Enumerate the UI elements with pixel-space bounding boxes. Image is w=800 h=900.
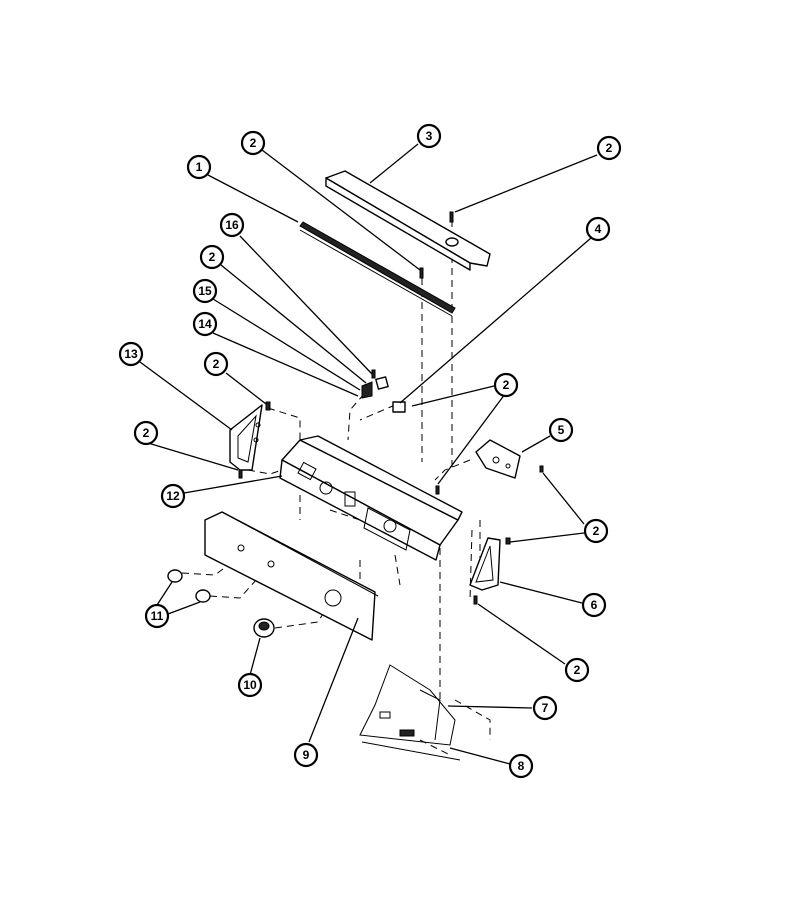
callout-label: 2 xyxy=(574,663,581,677)
callout-label: 10 xyxy=(243,678,257,692)
part-console-top-trim xyxy=(325,170,491,271)
callout-7: 4 xyxy=(585,216,611,242)
part-long-strip xyxy=(299,221,456,317)
callout-label: 4 xyxy=(595,222,602,236)
callout-18: 11 xyxy=(144,603,170,629)
callout-label: 14 xyxy=(198,317,212,331)
part-left-end-cap xyxy=(229,404,263,471)
part-front-panel xyxy=(204,511,379,641)
part-knobs xyxy=(167,569,211,603)
callout-label: 16 xyxy=(225,218,239,232)
callout-label: 7 xyxy=(542,701,549,715)
callout-label: 2 xyxy=(209,250,216,264)
part-screws xyxy=(238,211,544,605)
callout-9: 14 xyxy=(192,311,218,337)
callout-label: 15 xyxy=(198,284,212,298)
part-lower-base xyxy=(359,664,461,761)
callout-10: 13 xyxy=(118,341,144,367)
callout-label: 2 xyxy=(606,141,613,155)
callout-22: 9 xyxy=(293,742,319,768)
callout-13: 2 xyxy=(133,420,159,446)
callout-label: 11 xyxy=(151,609,164,623)
callout-20: 10 xyxy=(237,672,263,698)
callout-12: 2 xyxy=(493,372,519,398)
part-timer-knob xyxy=(253,618,275,638)
callout-label: 13 xyxy=(124,347,138,361)
part-small-clips xyxy=(361,376,406,413)
assembly-guide-lines xyxy=(181,220,491,756)
callout-2: 2 xyxy=(240,130,266,156)
callout-15: 12 xyxy=(160,483,186,509)
callout-label: 2 xyxy=(213,357,220,371)
callout-8: 15 xyxy=(192,278,218,304)
callout-label: 5 xyxy=(558,423,565,437)
callout-21: 7 xyxy=(532,695,558,721)
callout-5: 16 xyxy=(219,212,245,238)
callout-label: 2 xyxy=(143,426,150,440)
callout-label: 2 xyxy=(593,524,600,538)
part-right-bracket xyxy=(475,439,521,479)
callout-label: 12 xyxy=(166,489,180,503)
callout-label: 2 xyxy=(250,136,257,150)
callout-11: 2 xyxy=(203,351,229,377)
part-control-panel xyxy=(279,435,463,561)
callout-label: 6 xyxy=(591,598,598,612)
callout-1: 1 xyxy=(186,154,212,180)
callout-4: 2 xyxy=(596,135,622,161)
callout-17: 6 xyxy=(581,592,607,618)
callout-14: 5 xyxy=(548,417,574,443)
callout-6: 2 xyxy=(199,244,225,270)
callout-label: 9 xyxy=(303,748,310,762)
callout-23: 8 xyxy=(508,753,534,779)
leader-lines xyxy=(139,143,598,765)
callout-label: 8 xyxy=(518,759,525,773)
callout-label: 2 xyxy=(503,378,510,392)
part-right-end-cap xyxy=(469,537,501,591)
callout-label: 1 xyxy=(196,160,203,174)
callout-label: 3 xyxy=(426,129,433,143)
callout-3: 3 xyxy=(416,123,442,149)
callout-16: 2 xyxy=(583,518,609,544)
callout-19: 2 xyxy=(564,657,590,683)
